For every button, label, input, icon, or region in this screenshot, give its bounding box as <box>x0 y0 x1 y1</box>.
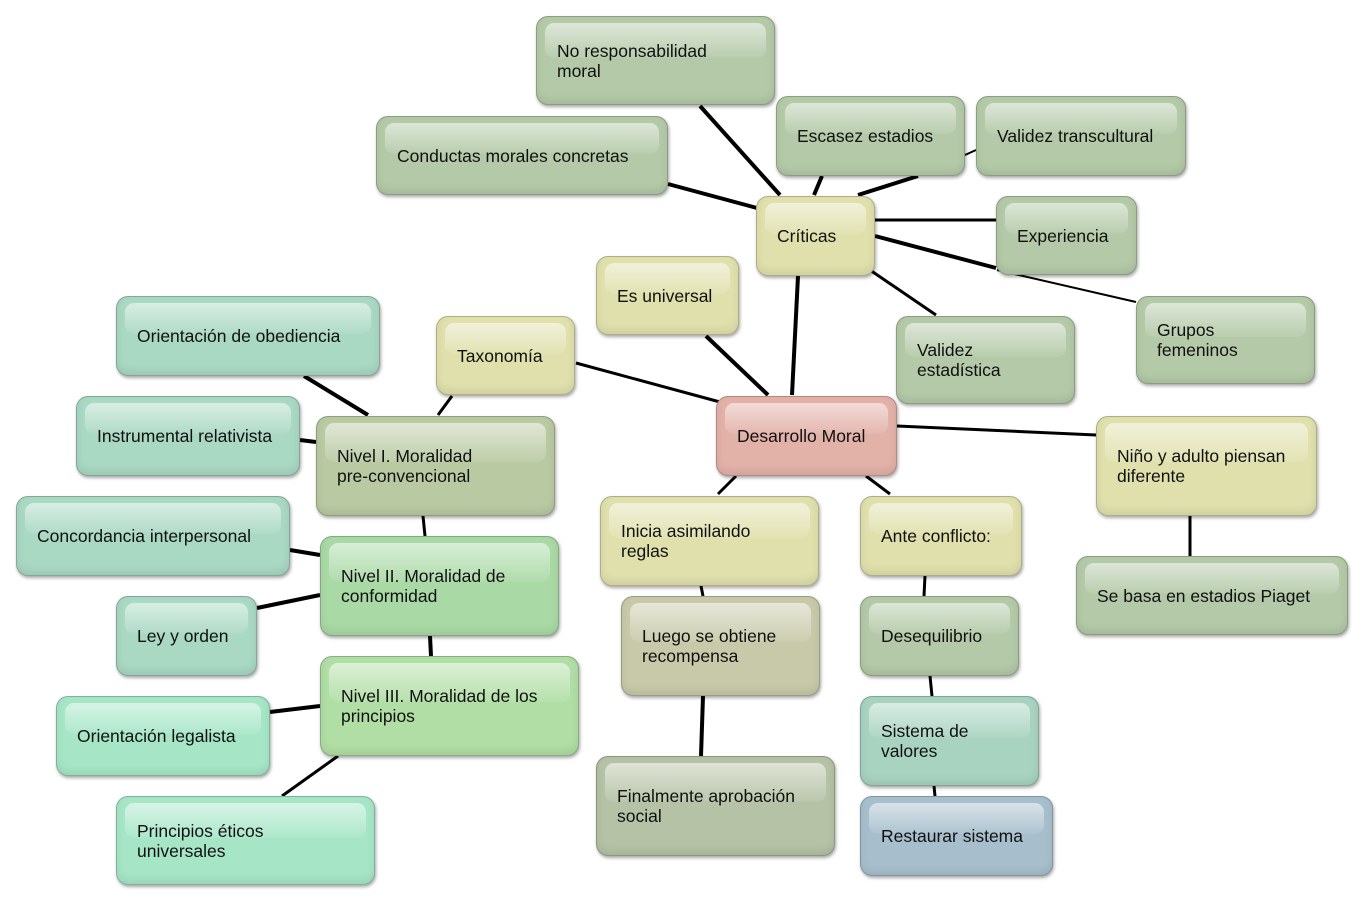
node-label: Restaurar sistema <box>881 826 1023 846</box>
edge-criticas-grupos <box>996 269 1137 303</box>
edge-obediencia-nivel1 <box>302 374 370 417</box>
edge-criticas-noresp <box>698 104 782 197</box>
edge-criticas-validez-trans <box>857 174 919 197</box>
node-label: Luego se obtiene recompensa <box>642 626 777 666</box>
edge-sistema-restaurar <box>932 785 937 797</box>
node-label: Sistema de valores <box>881 721 969 761</box>
node-label: Ante conflicto: <box>881 526 991 546</box>
node-principios-eticos[interactable]: Principios éticos universales <box>116 796 375 885</box>
node-criticas[interactable]: Críticas <box>756 196 875 276</box>
node-no-responsabilidad[interactable]: No responsabilidad moral <box>536 16 775 105</box>
node-label: Nivel III. Moralidad de los principios <box>341 686 538 726</box>
node-label: Es universal <box>617 285 713 306</box>
edge-central-criticas <box>790 275 800 396</box>
node-luego-recompensa[interactable]: Luego se obtiene recompensa <box>621 596 820 696</box>
node-concordancia-interpersonal[interactable]: Concordancia interpersonal <box>16 496 290 576</box>
edge-escasez-validez-trans <box>964 149 977 156</box>
edge-instrumental-nivel1 <box>299 438 317 444</box>
edge-central-universal <box>704 334 770 397</box>
node-desarrollo-moral[interactable]: Desarrollo Moral <box>716 396 897 476</box>
node-sistema-valores[interactable]: Sistema de valores <box>860 696 1039 786</box>
node-label: Se basa en estadios Piaget <box>1097 585 1311 606</box>
edge-ante-desequilibrio <box>922 575 927 597</box>
node-label: Principios éticos universales <box>137 820 264 861</box>
edge-central-nino <box>896 424 1097 437</box>
edge-criticas-validez-est <box>869 268 937 317</box>
edge-legalista-nivel3 <box>269 704 321 714</box>
node-es-universal[interactable]: Es universal <box>596 256 739 335</box>
node-inicia-asimilando[interactable]: Inicia asimilando reglas <box>600 496 819 586</box>
edge-nivel2-nivel3 <box>428 635 433 657</box>
node-nivel-3[interactable]: Nivel III. Moralidad de los principios <box>320 656 579 756</box>
node-restaurar-sistema[interactable]: Restaurar sistema <box>860 796 1053 876</box>
node-estadios-piaget[interactable]: Se basa en estadios Piaget <box>1076 556 1348 635</box>
node-label: Conductas morales concretas <box>397 145 629 166</box>
node-label: Nivel I. Moralidad pre-convencional <box>337 446 473 486</box>
node-label: Grupos femeninos <box>1157 320 1238 360</box>
node-nivel-2[interactable]: Nivel II. Moralidad de conformidad <box>320 536 559 636</box>
node-label: Concordancia interpersonal <box>37 526 252 546</box>
node-label: Taxonomía <box>457 345 543 366</box>
edge-central-ante <box>865 474 891 496</box>
node-label: Críticas <box>777 226 837 246</box>
node-orientacion-legalista[interactable]: Orientación legalista <box>56 696 270 776</box>
node-label: Orientación de obediencia <box>137 326 341 346</box>
node-escasez-estadios[interactable]: Escasez estadios <box>776 96 965 176</box>
node-nivel-1[interactable]: Nivel I. Moralidad pre-convencional <box>316 416 555 516</box>
edge-criticas-escasez <box>812 175 824 196</box>
node-instrumental-relativista[interactable]: Instrumental relativista <box>76 396 300 476</box>
node-taxonomia[interactable]: Taxonomía <box>436 316 575 395</box>
node-validez-transcultural[interactable]: Validez transcultural <box>976 96 1186 176</box>
node-conductas-morales[interactable]: Conductas morales concretas <box>376 116 668 195</box>
node-validez-estadistica[interactable]: Validez estadística <box>896 316 1075 404</box>
node-experiencia[interactable]: Experiencia <box>996 196 1137 275</box>
node-label: Nivel II. Moralidad de conformidad <box>341 566 506 606</box>
node-label: Inicia asimilando reglas <box>621 521 751 561</box>
edge-nivel3-principios <box>281 754 339 798</box>
edge-luego-finalmente <box>699 695 705 757</box>
edge-central-inicia <box>716 474 738 496</box>
node-orientacion-obediencia[interactable]: Orientación de obediencia <box>116 296 380 376</box>
node-label: Escasez estadios <box>797 126 934 146</box>
node-grupos-femeninos[interactable]: Grupos femeninos <box>1136 296 1315 384</box>
node-ley-y-orden[interactable]: Ley y orden <box>116 596 257 676</box>
node-label: No responsabilidad moral <box>557 40 707 81</box>
node-label: Instrumental relativista <box>97 426 273 446</box>
node-nino-adulto[interactable]: Niño y adulto piensan diferente <box>1096 416 1317 516</box>
node-label: Niño y adulto piensan diferente <box>1117 446 1286 486</box>
node-ante-conflicto[interactable]: Ante conflicto: <box>860 496 1022 576</box>
node-label: Validez estadística <box>917 340 1001 380</box>
node-label: Validez transcultural <box>997 126 1154 146</box>
node-desequilibrio[interactable]: Desequilibrio <box>860 596 1019 676</box>
edge-desequilibrio-sistema <box>928 675 934 697</box>
edge-criticas-experiencia-2 <box>874 234 997 270</box>
edge-inicia-luego <box>699 585 705 597</box>
edge-ley-nivel2 <box>256 593 321 610</box>
edge-concordancia-nivel2 <box>289 548 321 557</box>
node-label: Orientación legalista <box>77 726 236 746</box>
edge-taxonomia-nivel1 <box>436 395 454 416</box>
node-finalmente-aprobacion[interactable]: Finalmente aprobación social <box>596 756 835 856</box>
node-label: Ley y orden <box>137 626 229 646</box>
node-label: Experiencia <box>1017 225 1109 246</box>
node-label: Desequilibrio <box>881 626 983 646</box>
edge-nivel1-nivel2 <box>421 515 427 537</box>
node-label: Desarrollo Moral <box>737 426 866 446</box>
node-label: Finalmente aprobación social <box>617 786 796 826</box>
edge-central-taxonomia <box>575 361 721 404</box>
edge-criticas-conductas <box>667 182 758 210</box>
